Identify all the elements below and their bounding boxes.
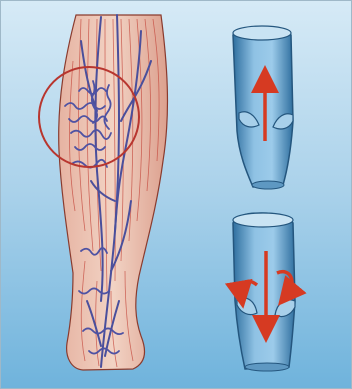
healthy-vein-valve-panel bbox=[233, 26, 293, 189]
vessel-opening-bottom bbox=[245, 363, 289, 371]
leg-illustration bbox=[39, 15, 167, 370]
vessel-opening bbox=[233, 26, 291, 40]
failed-vein-valve-panel bbox=[233, 213, 295, 371]
vessel-opening bbox=[233, 213, 293, 227]
vessel-tube bbox=[233, 27, 293, 187]
vessel-opening-bottom bbox=[252, 181, 284, 189]
